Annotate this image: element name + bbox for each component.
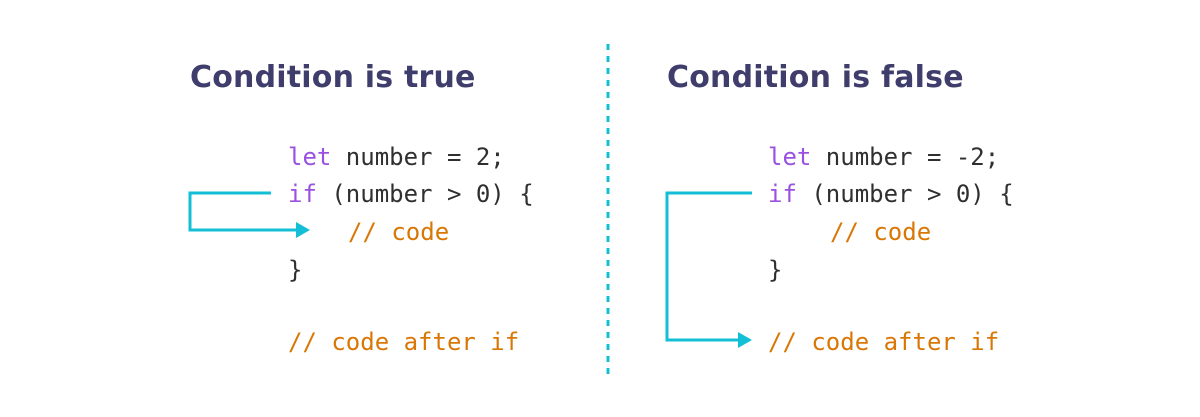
- left-if-condition: (number > 0) {: [316, 180, 534, 208]
- if-keyword: if: [768, 180, 797, 208]
- left-true-flow-arrowhead: [296, 222, 310, 238]
- left-panel-title: Condition is true: [190, 60, 476, 95]
- right-code-line-let: let number = -2;: [768, 143, 999, 171]
- left-code-line-if: if (number > 0) {: [288, 180, 534, 208]
- right-panel-title: Condition is false: [667, 60, 964, 95]
- let-keyword: let: [768, 143, 812, 171]
- right-code-line-body-comment: // code: [830, 218, 932, 246]
- right-if-condition: (number > 0) {: [796, 180, 1014, 208]
- right-code-line-after-if: // code after if: [768, 328, 1000, 356]
- right-code-line-if: if (number > 0) {: [768, 180, 1014, 208]
- if-keyword: if: [288, 180, 317, 208]
- right-false-flow-arrowhead: [738, 332, 752, 348]
- left-code-line-let: let number = 2;: [288, 143, 505, 171]
- right-code-line-close-brace: }: [768, 256, 783, 284]
- right-false-flow-arrow: [665, 191, 752, 342]
- left-code-line-after-if: // code after if: [288, 328, 520, 356]
- left-true-flow-arrow: [188, 191, 297, 232]
- left-code-line-close-brace: }: [288, 256, 303, 284]
- let-keyword: let: [288, 143, 332, 171]
- right-let-statement: number = -2;: [811, 143, 1000, 171]
- left-code-line-body-comment: // code: [348, 218, 450, 246]
- left-let-statement: number = 2;: [331, 143, 505, 171]
